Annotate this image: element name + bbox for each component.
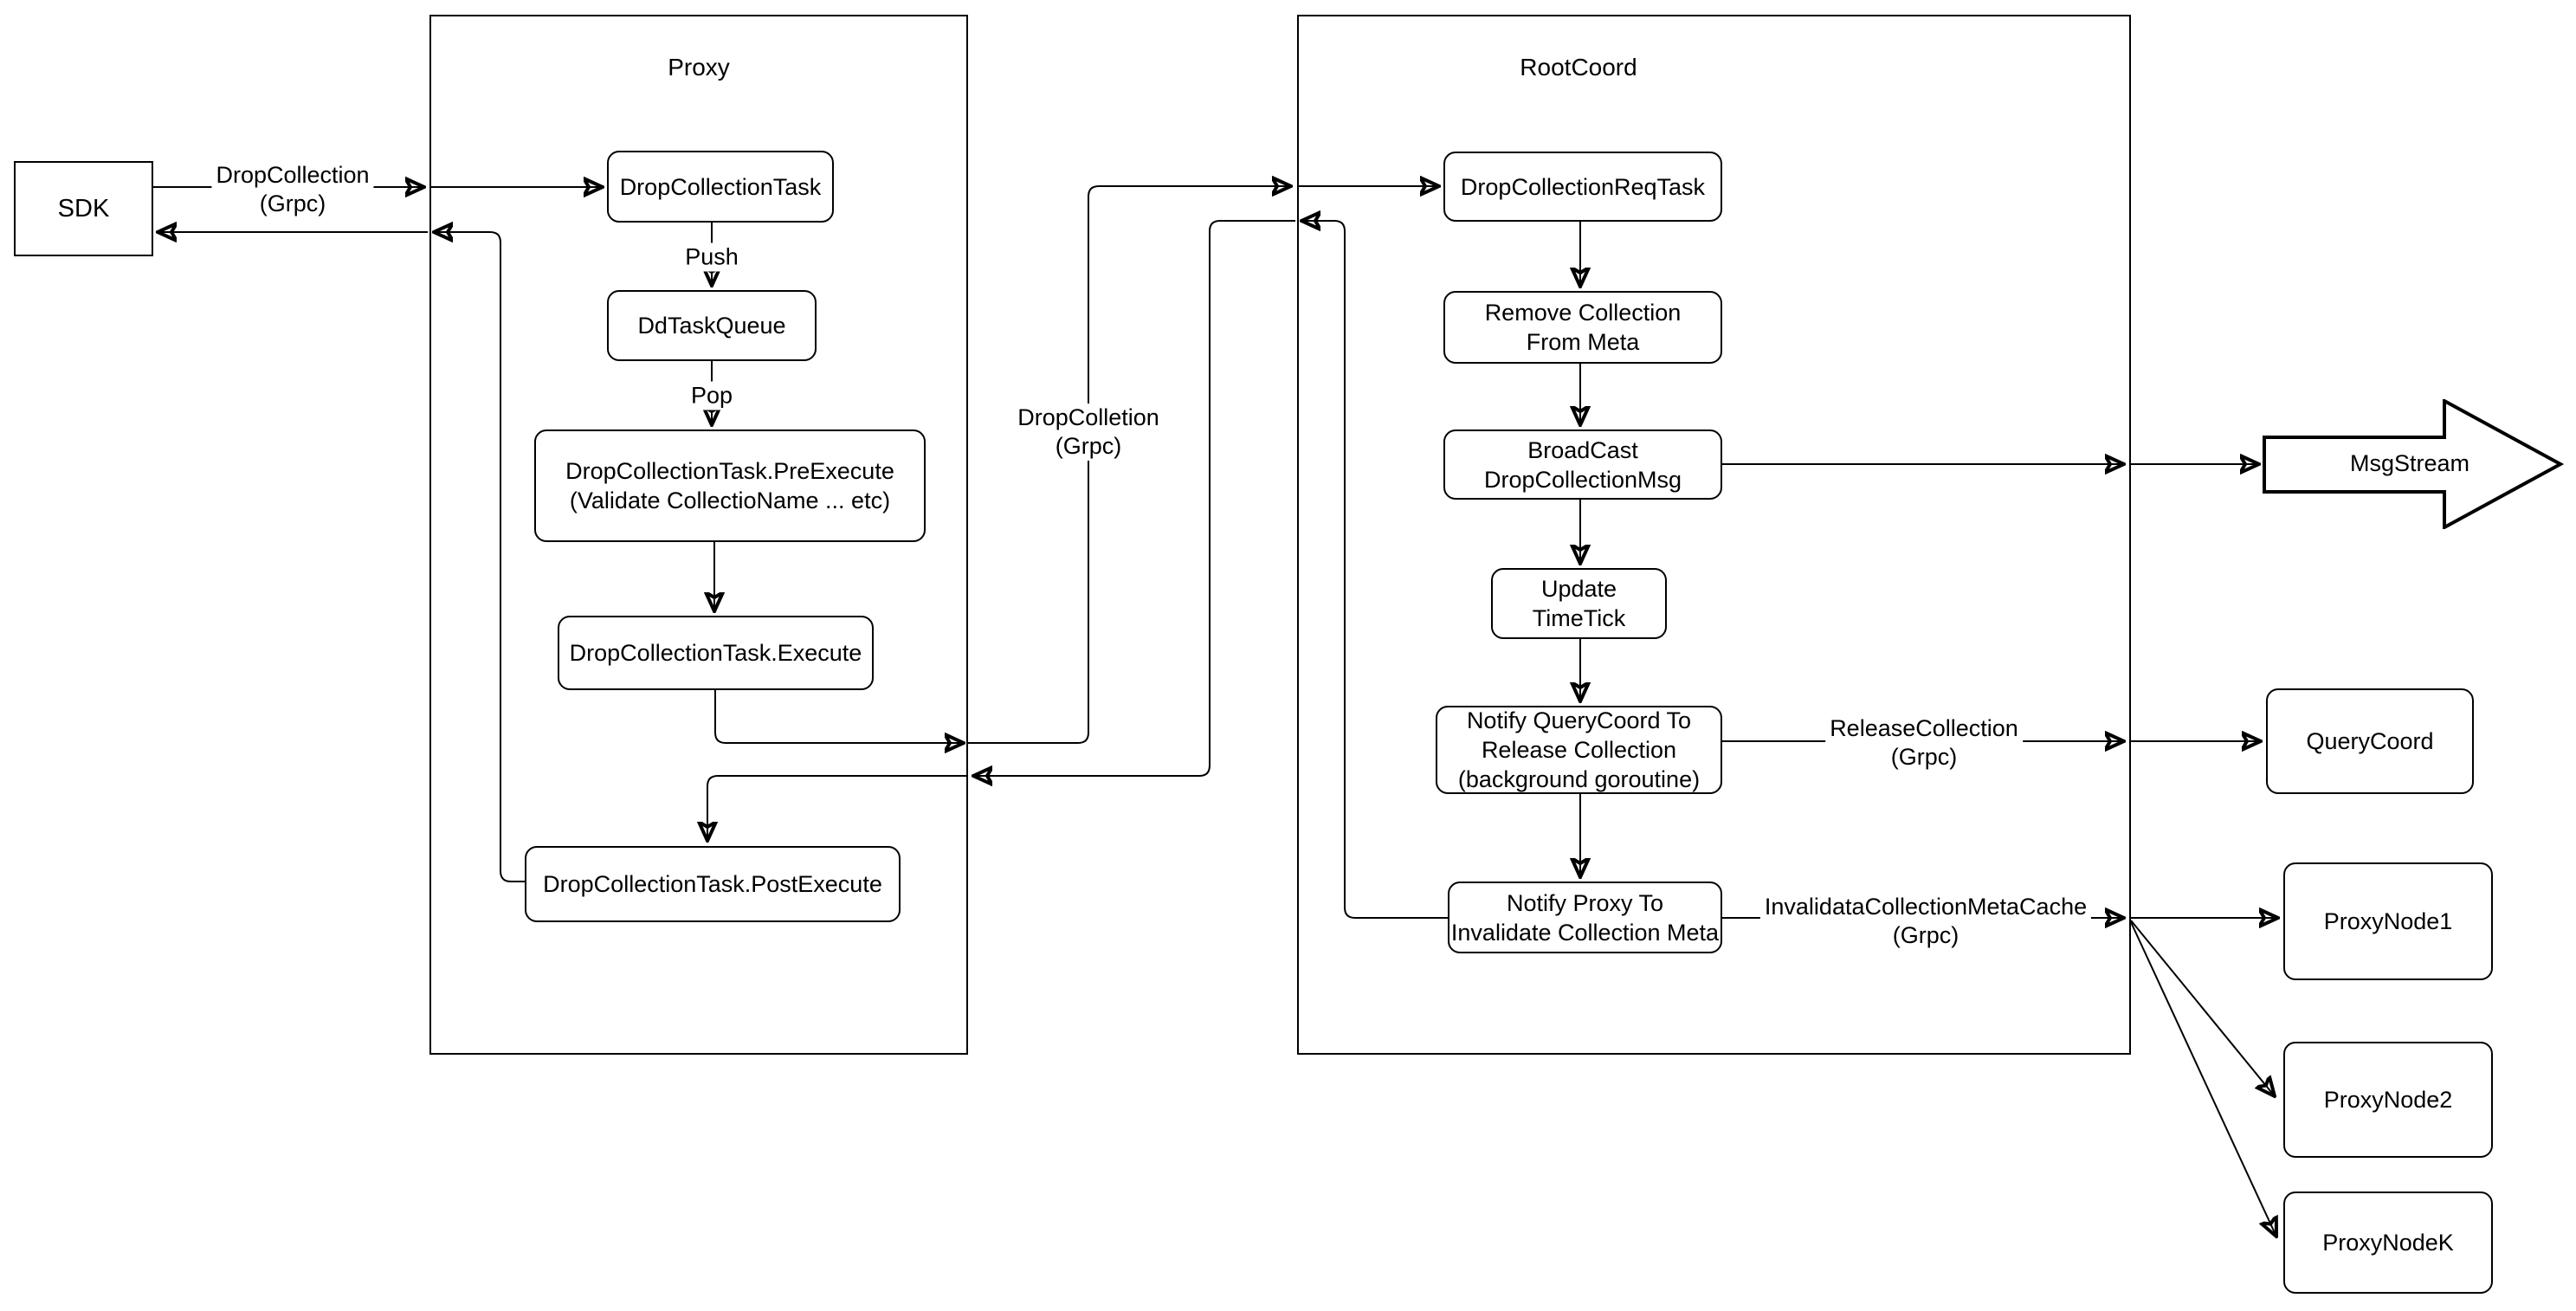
edge-notifyproxy-return <box>1301 221 1448 919</box>
node-remove-collection-from-meta: Remove Collection From Meta <box>1443 291 1722 364</box>
node-querycoord: QueryCoord <box>2266 688 2474 794</box>
node-proxynode1: ProxyNode1 <box>2283 862 2493 980</box>
edge-label-dropcollection-grpc: DropCollection (Grpc) <box>211 161 374 218</box>
node-drop-collection-task: DropCollectionTask <box>607 151 834 223</box>
node-notify-querycoord: Notify QueryCoord To Release Collection … <box>1436 706 1722 794</box>
node-pre-execute: DropCollectionTask.PreExecute (Validate … <box>534 429 926 542</box>
edge-rootcoord-return-to-proxy <box>973 220 1295 776</box>
node-proxynodek: ProxyNodeK <box>2283 1192 2493 1294</box>
edge-label-releasecollection-grpc: ReleaseCollection (Grpc) <box>1825 714 2023 772</box>
node-msgstream: MsgStream <box>2263 397 2565 531</box>
node-drop-collection-req-task: DropCollectionReqTask <box>1443 152 1722 222</box>
edge-postexecute-return <box>434 232 525 882</box>
rootcoord-container <box>1297 15 2131 1055</box>
node-broadcast-drop-collection-msg: BroadCast DropCollectionMsg <box>1443 429 1722 500</box>
proxy-container-title: Proxy <box>668 54 730 81</box>
edge-proxyborder-to-postexecute <box>707 775 966 841</box>
proxy-container <box>429 15 968 1055</box>
node-dd-task-queue: DdTaskQueue <box>607 290 817 361</box>
msgstream-arrow-shape <box>2263 397 2565 531</box>
rootcoord-container-title: RootCoord <box>1520 54 1637 81</box>
edge-label-pop: Pop <box>686 381 738 410</box>
edge-border-to-proxynodek <box>2130 921 2276 1237</box>
node-notify-proxy: Notify Proxy To Invalidate Collection Me… <box>1448 882 1722 953</box>
node-post-execute: DropCollectionTask.PostExecute <box>525 846 901 922</box>
msgstream-label: MsgStream <box>2349 450 2470 476</box>
node-sdk: SDK <box>14 161 153 256</box>
node-execute: DropCollectionTask.Execute <box>558 616 874 690</box>
edge-proxy-to-rootcoord <box>968 186 1291 744</box>
edge-execute-to-proxyborder <box>714 690 964 743</box>
node-proxynode2: ProxyNode2 <box>2283 1042 2493 1158</box>
edge-border-to-proxynode2 <box>2130 920 2275 1096</box>
edge-label-push: Push <box>681 242 743 272</box>
edge-label-invalidatacollectionmetacache-grpc: InvalidataCollectionMetaCache (Grpc) <box>1759 893 2092 950</box>
node-update-timetick: Update TimeTick <box>1491 568 1667 639</box>
edge-label-dropcolletion-grpc: DropColletion (Grpc) <box>1013 404 1164 461</box>
